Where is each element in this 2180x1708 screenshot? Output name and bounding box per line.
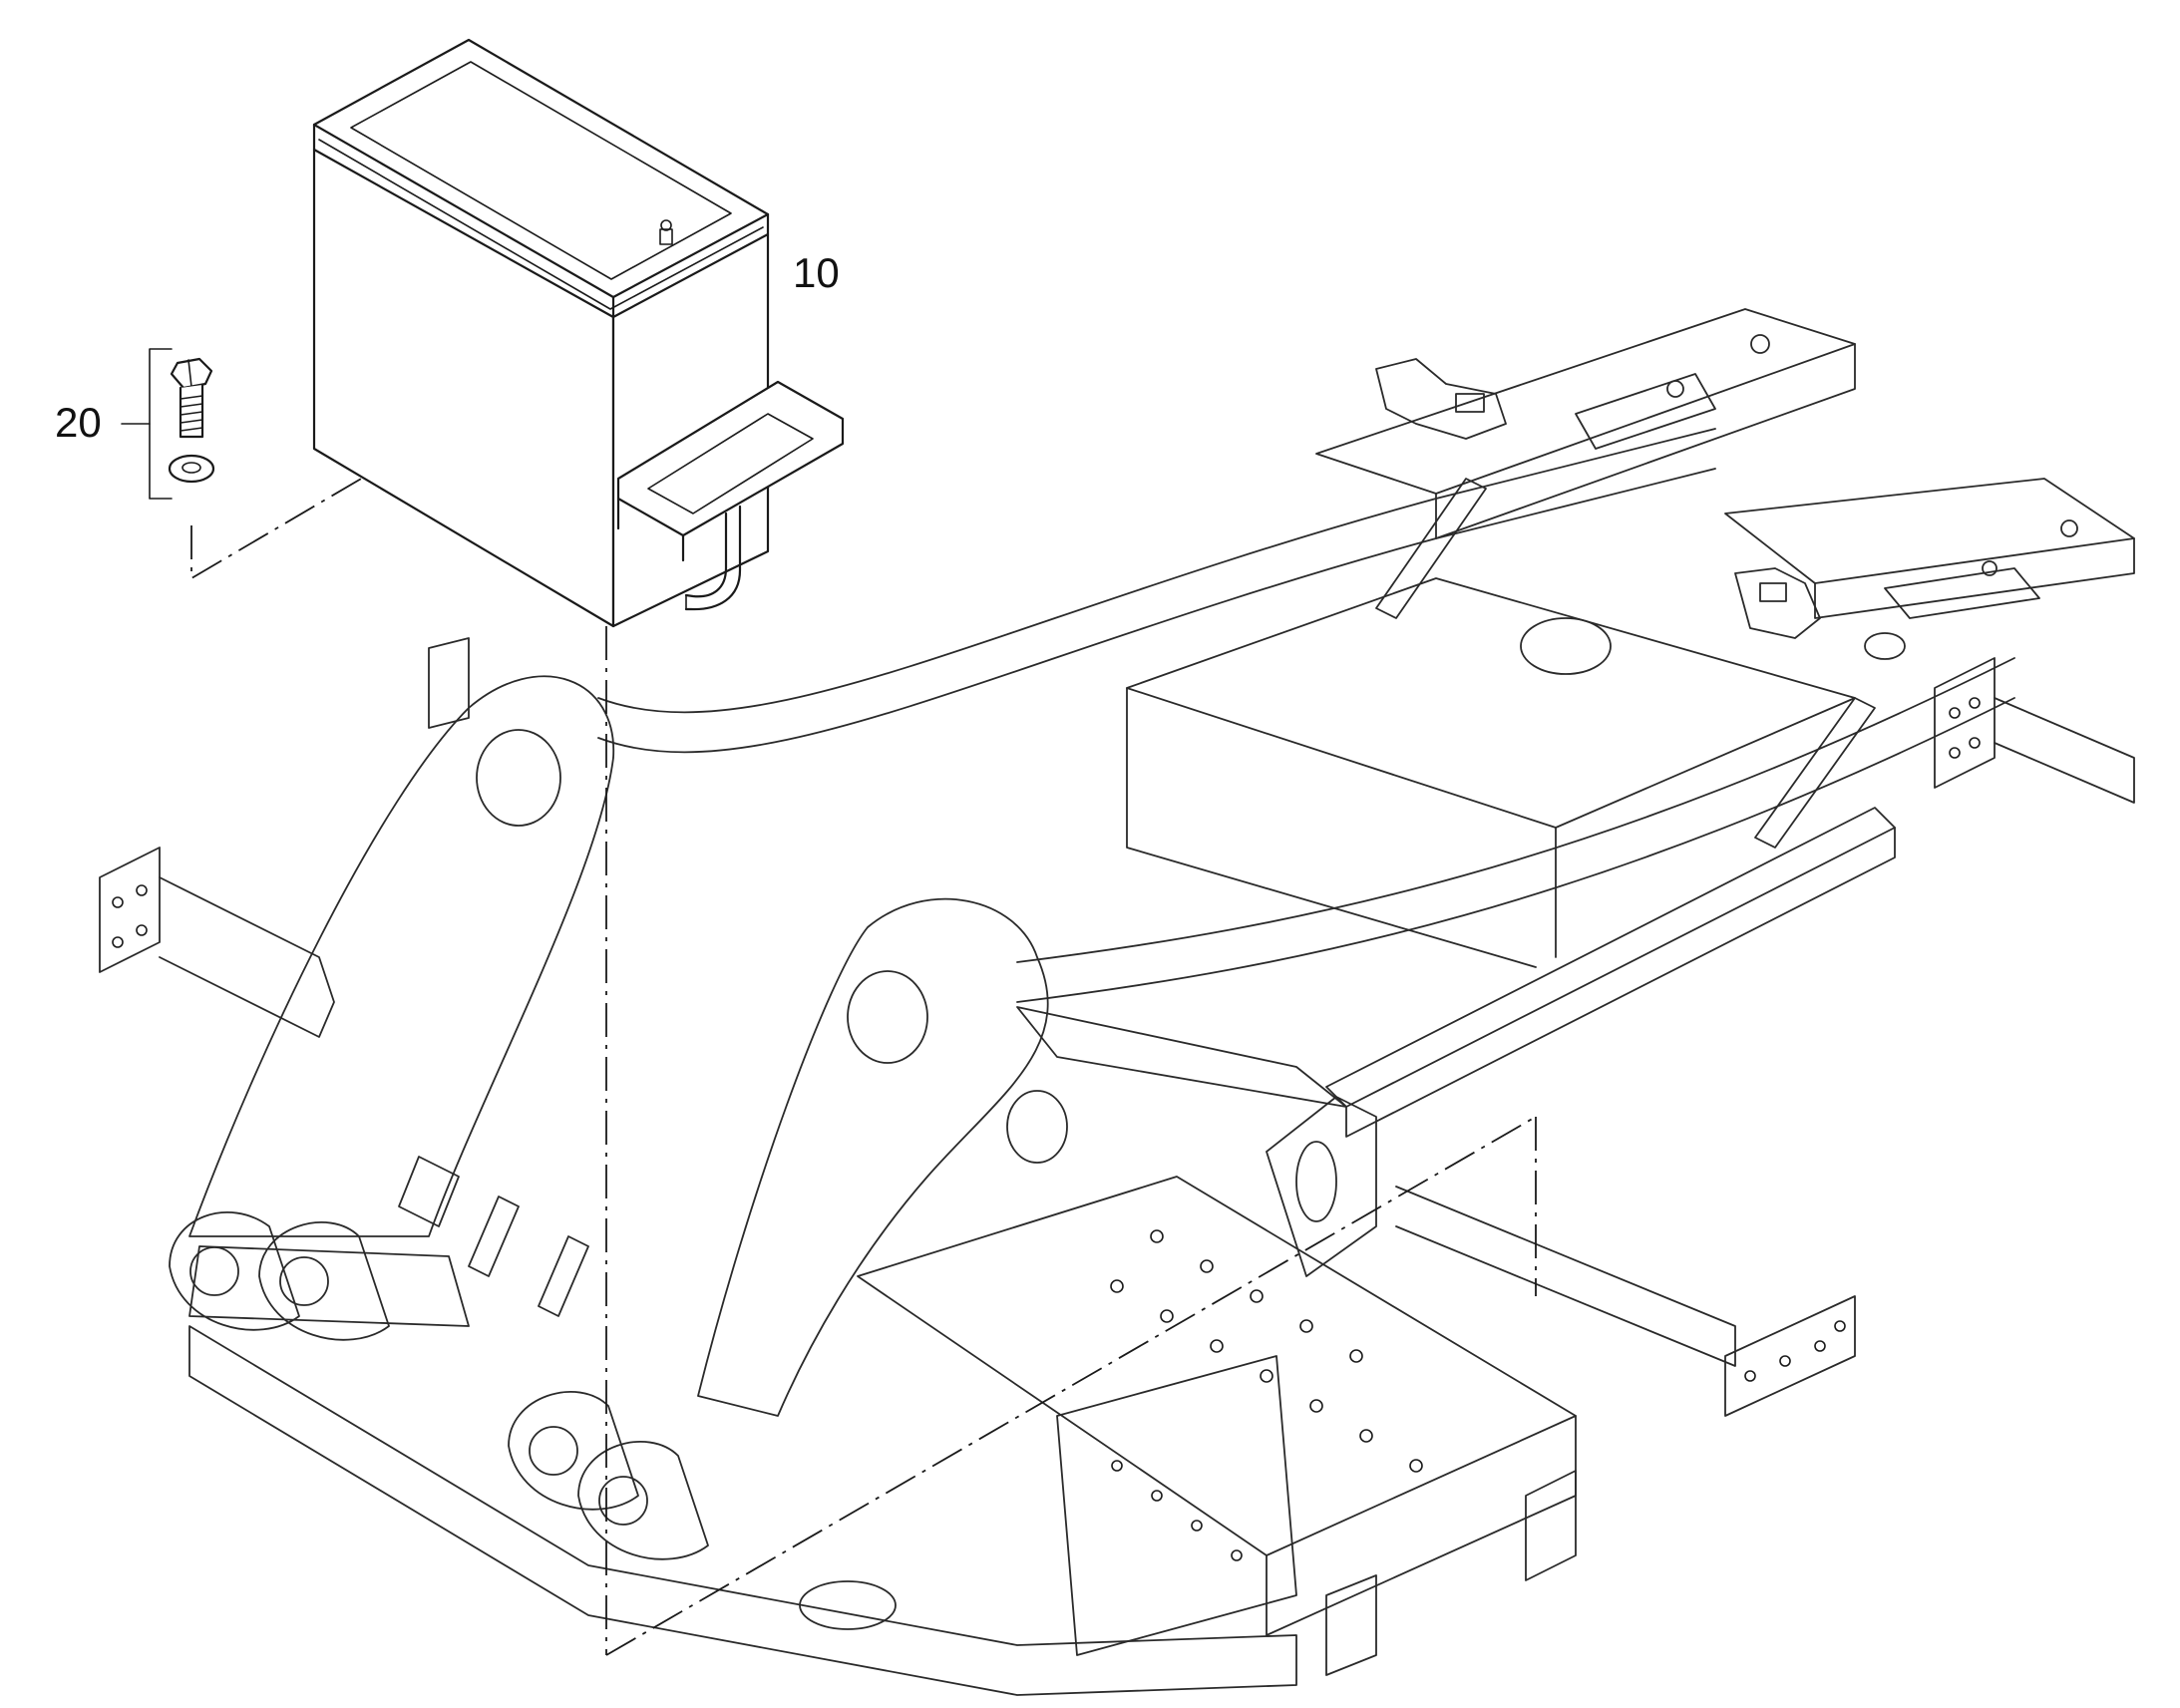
callout-20: 20: [55, 399, 102, 446]
bolt-washer-set: [121, 348, 215, 500]
assembly-lines: [190, 353, 1537, 1656]
battery-box: [312, 38, 845, 628]
machine-frame: [99, 308, 2135, 1696]
platform-holes: [1110, 1229, 1423, 1561]
callout-10: 10: [793, 249, 840, 296]
